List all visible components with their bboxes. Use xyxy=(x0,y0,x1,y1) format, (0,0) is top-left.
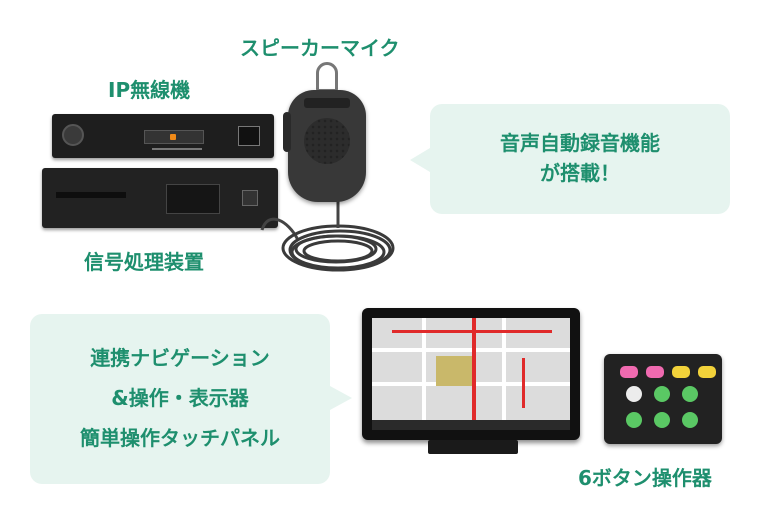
ip-radio-image xyxy=(52,114,274,158)
controller-button xyxy=(682,386,698,402)
navigation-feature-line1: 連携ナビゲーション xyxy=(90,346,270,370)
navigation-display-image xyxy=(362,308,580,440)
speaker-mic-image xyxy=(283,90,366,202)
processor-button xyxy=(242,190,258,206)
controller-button xyxy=(626,386,642,402)
controller-button xyxy=(682,412,698,428)
map-route xyxy=(472,318,476,420)
navigation-feature-bubble: 連携ナビゲーション &操作・表示器 簡単操作タッチパネル xyxy=(30,314,330,484)
ip-radio-label: IP無線機 xyxy=(108,78,191,102)
radio-knob xyxy=(62,124,84,146)
display-menu-bar xyxy=(372,420,570,430)
speaker-mic-label: スピーカーマイク xyxy=(240,36,400,60)
map-screen xyxy=(372,318,570,420)
controller-button xyxy=(620,366,638,378)
controller-button xyxy=(646,366,664,378)
map-road xyxy=(502,318,506,420)
processor-slot xyxy=(56,192,126,198)
map-route xyxy=(392,330,552,333)
controller-button xyxy=(654,412,670,428)
mic-top-panel xyxy=(304,98,350,108)
navigation-feature-line3: 簡単操作タッチパネル xyxy=(80,426,280,450)
processor-door xyxy=(166,184,220,214)
radio-indicator-led xyxy=(170,134,176,140)
recording-feature-line2: が搭載！ xyxy=(540,161,620,185)
map-road xyxy=(422,318,426,420)
controller-button xyxy=(654,386,670,402)
recording-bubble-tail xyxy=(410,148,430,172)
coiled-cord-image xyxy=(260,200,395,272)
radio-port xyxy=(238,126,260,146)
navigation-feature-line2: &操作・表示器 xyxy=(111,386,249,410)
mic-hanger xyxy=(316,62,338,92)
controller-button xyxy=(698,366,716,378)
map-route xyxy=(522,358,525,408)
recording-feature-bubble: 音声自動録音機能 が搭載！ xyxy=(430,104,730,214)
mic-ptt-button xyxy=(283,112,291,152)
signal-processor-image xyxy=(42,168,278,228)
map-road xyxy=(372,348,570,352)
signal-processor-label: 信号処理装置 xyxy=(84,250,204,274)
six-button-controller-label: 6ボタン操作器 xyxy=(578,466,712,490)
navigation-bubble-tail xyxy=(330,386,352,410)
navigation-stand xyxy=(428,440,518,454)
recording-feature-line1: 音声自動録音機能 xyxy=(500,131,660,155)
controller-button xyxy=(672,366,690,378)
radio-stripe xyxy=(152,148,202,150)
six-button-controller-image xyxy=(604,354,722,444)
controller-button xyxy=(626,412,642,428)
map-area xyxy=(436,356,472,386)
mic-grille xyxy=(304,118,350,164)
